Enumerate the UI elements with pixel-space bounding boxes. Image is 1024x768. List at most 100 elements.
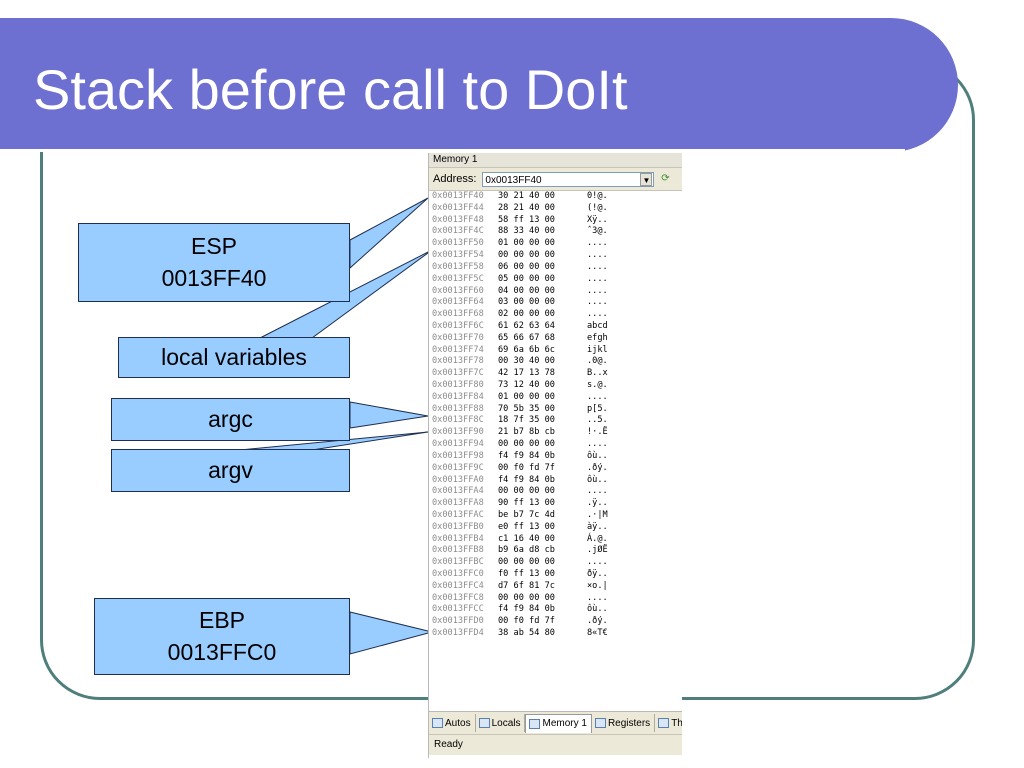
address-input[interactable]: 0x0013FF40 [482,171,655,187]
argv-callout-label: argv [208,456,253,483]
tab-memory-1[interactable]: Memory 1 [525,713,592,733]
memory-row-ascii: 0!@. [587,191,608,201]
memory-row-ascii: efgh [587,332,608,343]
memory-row-ascii: p[5. [587,403,608,414]
memory-row-address: 0x0013FF60 [432,285,484,296]
memory-row-address: 0x0013FF8C [432,415,484,426]
memory-row-bytes: 65 66 67 68 [498,332,555,343]
memory-row-address: 0x0013FF7C [432,368,484,379]
memory-row-address: 0x0013FFAC [432,509,484,520]
memory-row-ascii: 8«T€ [587,628,608,639]
tab-th[interactable]: Th [655,714,682,732]
memory-row-bytes: 90 ff 13 00 [498,498,555,509]
tab-label: Memory 1 [542,718,587,729]
ebp-callout: EBP 0013FFC0 [94,598,350,675]
ebp-callout-label: EBP [198,607,246,634]
memory-row-bytes: 00 00 00 00 [498,486,555,497]
tab-locals[interactable]: Locals [476,714,526,732]
memory-row-bytes: 70 5b 35 00 [498,403,555,414]
memory-row-bytes: 03 00 00 00 [498,297,555,308]
memory-row-bytes: 58 ff 13 00 [498,214,555,225]
memory-row-ascii: .... [587,309,608,320]
memory-row-bytes: f4 f9 84 0b [498,604,555,615]
memory-row-address: 0x0013FFB0 [432,521,484,532]
chevron-down-icon[interactable]: ▼ [640,172,653,186]
memory-row-bytes: 02 00 00 00 [498,309,555,320]
memory-row-ascii: .... [587,391,608,402]
memory-row-bytes: 00 00 00 00 [498,250,555,261]
memory-row-bytes: e0 ff 13 00 [498,521,555,532]
memory-row-address: 0x0013FF90 [432,427,484,438]
memory-row-address: 0x0013FF44 [432,202,484,213]
memory-row-ascii: .... [587,592,608,603]
memory-row-bytes: 38 ab 54 80 [498,628,555,639]
memory-row-ascii: .·|M [587,509,608,520]
memory-icon [529,718,541,729]
locals-icon [478,718,490,728]
memory-row-ascii: Á.@. [587,533,608,544]
memory-row-bytes: 00 00 00 00 [498,439,555,450]
memory-row-address: 0x0013FFA0 [432,474,484,485]
refresh-icon[interactable]: ⟳ [661,173,670,184]
memory-row-ascii: ..5. [587,415,608,426]
memory-row-bytes: f0 ff 13 00 [498,569,555,579]
memory-row-bytes: d7 6f 81 7c [498,580,555,591]
slide-title: Stack before call to DoIt [33,58,628,121]
threads-icon [658,718,670,728]
tab-autos[interactable]: Autos [429,714,476,732]
memory-row-bytes: f4 f9 84 0b [498,474,555,485]
memory-row-address: 0x0013FF94 [432,439,484,450]
memory-row-address: 0x0013FF4C [432,226,484,237]
memory-row-address: 0x0013FF5C [432,273,484,284]
tab-registers[interactable]: Registers [592,714,656,732]
memory-row-ascii: .... [587,486,608,497]
address-bar: Address: 0x0013FF40 ▼ ⟳ [429,168,682,191]
argc-callout-label: argc [208,405,253,432]
tab-label: Autos [445,717,471,729]
memory-row-bytes: 06 00 00 00 [498,261,555,272]
tab-label: Locals [491,717,521,729]
memory-row-ascii: .ðý. [587,462,608,473]
memory-row-bytes: 04 00 00 00 [498,285,555,296]
